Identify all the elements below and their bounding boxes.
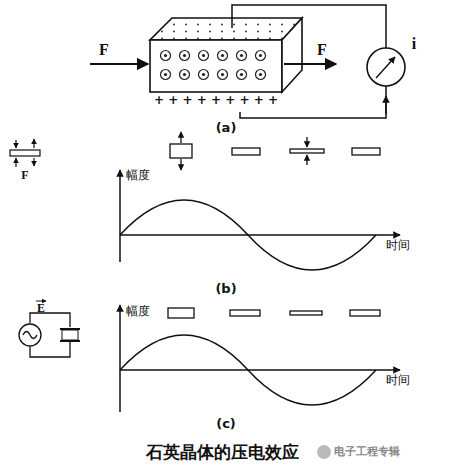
current-label: i: [412, 35, 416, 53]
current-arrow: [385, 96, 387, 114]
ammeter-symbol: [367, 48, 405, 86]
field-label: E: [37, 302, 45, 315]
watermark-icon: [317, 445, 331, 459]
panel-label: (b): [215, 282, 236, 296]
axes: [120, 170, 400, 262]
panel-label: (c): [216, 417, 236, 431]
force-label: F: [99, 41, 109, 59]
sine-wave: [120, 335, 376, 405]
force-arrow: [90, 63, 148, 65]
charge-signs: + + + + + + + + +: [154, 94, 278, 107]
crystal-plates: [170, 132, 380, 170]
axes: [120, 305, 400, 412]
force-label: F: [21, 169, 28, 182]
caption: 石英晶体的压电效应: [146, 443, 299, 462]
crystal-plates: [168, 308, 380, 318]
force-label: F: [317, 41, 327, 59]
axis-label: 幅度: [126, 169, 150, 182]
sine-wave: [120, 200, 376, 270]
watermark: 电子工程专辑: [334, 446, 400, 458]
axis-label: 时间: [386, 239, 410, 252]
axis-label: 时间: [386, 374, 410, 387]
force-plate-symbol: [10, 139, 40, 167]
force-arrow: [284, 63, 336, 65]
quartz-crystal: [150, 18, 302, 92]
axis-label: 幅度: [126, 305, 150, 318]
panel-label: (a): [216, 121, 237, 135]
ac-source-symbol: [19, 301, 80, 357]
